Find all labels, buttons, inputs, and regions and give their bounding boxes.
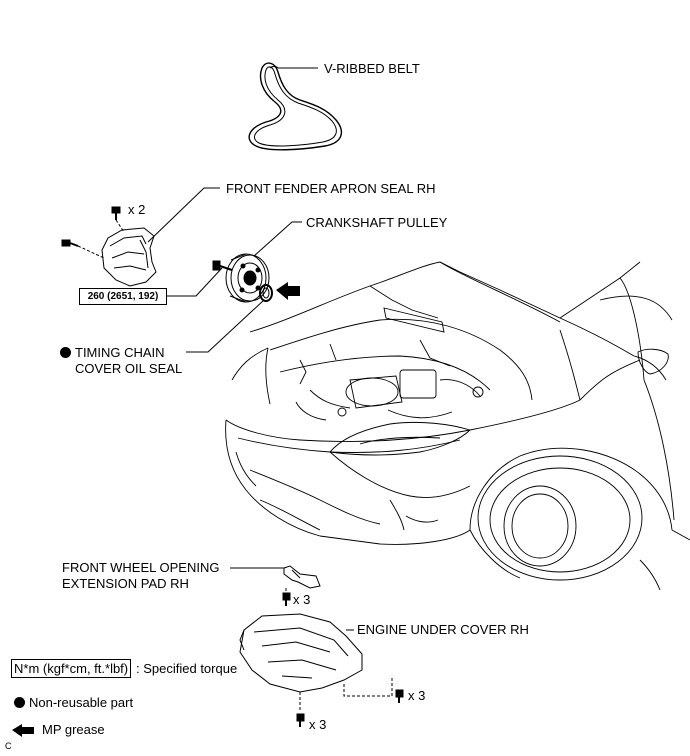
corner-code: C	[5, 741, 12, 751]
label-front-fender-apron-seal: FRONT FENDER APRON SEAL RH	[226, 181, 436, 196]
torque-spec-box: 260 (2651, 192)	[79, 288, 167, 305]
v-ribbed-belt-drawing	[248, 62, 343, 151]
label-wheel-opening-pad-line1: FRONT WHEEL OPENING	[62, 560, 220, 575]
grease-arrow-icon	[276, 282, 300, 300]
label-wheel-opening-pad-line2: EXTENSION PAD RH	[62, 576, 189, 591]
qty-apron-clips: x 2	[128, 202, 146, 217]
apron-clip-upper	[111, 206, 121, 220]
pulley-bolt	[212, 260, 233, 271]
legend-torque-unit-box: N*m (kgf*cm, ft.*lbf)	[11, 659, 132, 678]
qty-under-cover-clips-right: x 3	[408, 688, 426, 703]
leader-oil-seal	[186, 299, 265, 353]
label-engine-under-cover: ENGINE UNDER COVER RH	[357, 622, 529, 637]
crankshaft-pulley-drawing	[225, 253, 270, 303]
timing-chain-cover-oil-seal-drawing	[259, 284, 273, 302]
label-crankshaft-pulley: CRANKSHAFT PULLEY	[306, 215, 448, 230]
legend-dot-icon	[14, 697, 25, 708]
legend-grease-arrow-icon	[12, 724, 34, 737]
wheel-opening-extension-pad-drawing	[283, 565, 321, 589]
apron-clip-left	[61, 239, 79, 247]
qty-under-cover-clips-bottom: x 3	[309, 717, 327, 732]
non-reusable-dot-icon	[60, 347, 71, 358]
pad-clip	[282, 592, 291, 606]
label-timing-chain-seal-line2: COVER OIL SEAL	[75, 361, 183, 376]
engine-under-cover-drawing	[239, 613, 363, 693]
qty-pad-clips: x 3	[293, 592, 311, 607]
under-cover-clip-right	[395, 689, 404, 703]
legend-non-reusable: Non-reusable part	[14, 695, 133, 710]
vehicle-front-drawing	[225, 261, 690, 591]
leader-torque-bolt	[166, 267, 223, 297]
apron-clip-dash-upper	[115, 219, 125, 233]
leader-apron-seal	[147, 187, 220, 243]
label-v-ribbed-belt: V-RIBBED BELT	[324, 61, 420, 76]
under-cover-clip-bottom	[296, 713, 305, 727]
leader-crankshaft-pulley	[253, 221, 302, 257]
label-timing-chain-seal-line1: TIMING CHAIN	[60, 345, 165, 361]
front-fender-apron-seal-drawing	[101, 227, 157, 287]
under-cover-dash-right	[343, 678, 393, 697]
legend-torque-desc: : Specified torque	[136, 661, 238, 676]
apron-clip-dash-left	[77, 245, 105, 259]
legend-grease: MP grease	[42, 722, 105, 737]
